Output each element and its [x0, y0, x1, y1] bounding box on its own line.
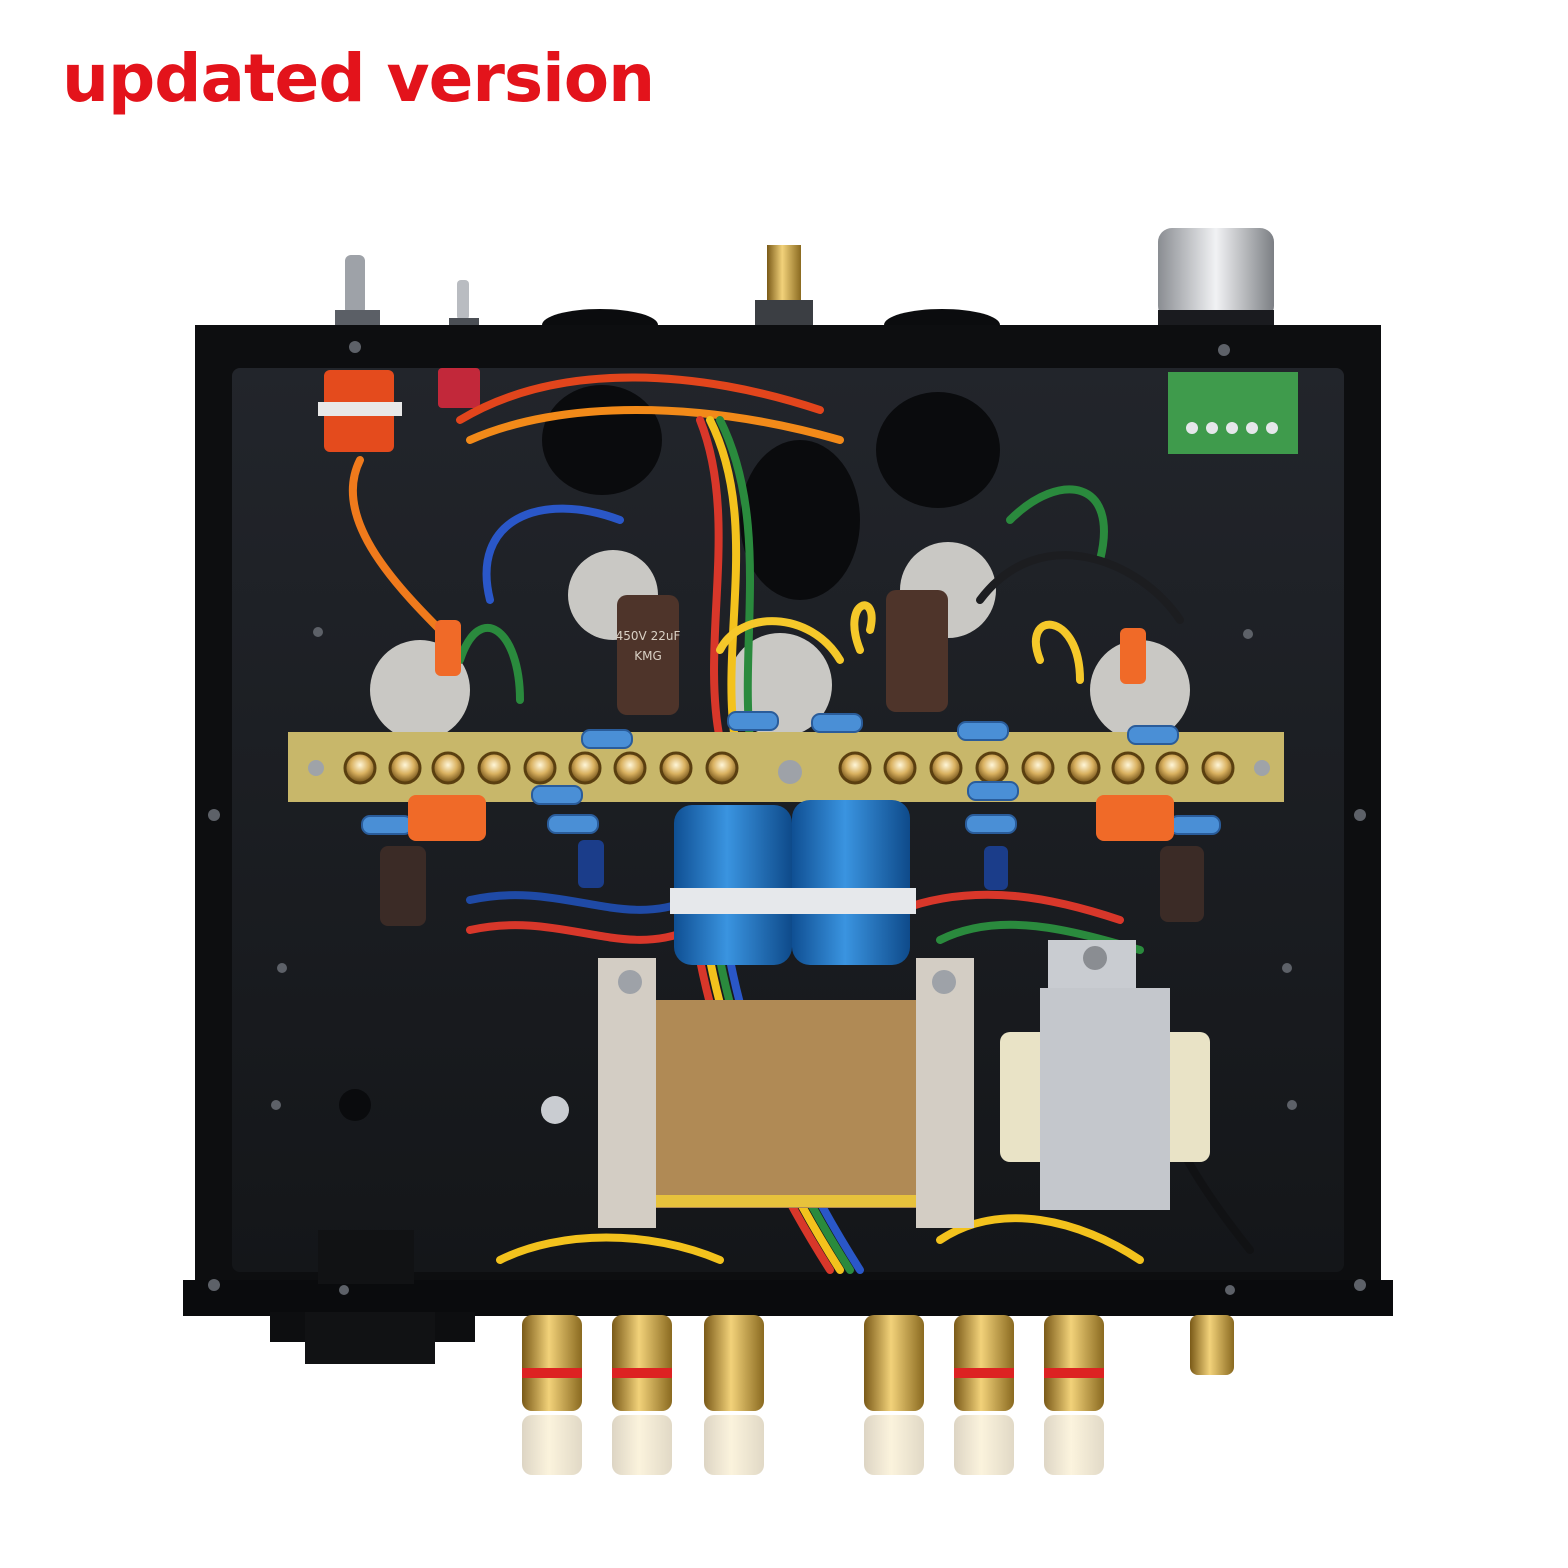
film-capacitors — [408, 620, 1174, 841]
cap-voltage-label: 450V 22uF — [616, 629, 681, 643]
switch-blocks — [318, 368, 480, 452]
power-inlet — [270, 1230, 475, 1364]
power-transformer — [598, 958, 974, 1228]
filter-capacitors — [670, 760, 916, 965]
resistors — [361, 711, 1221, 835]
cap-brand-label: KMG — [634, 649, 662, 663]
terminal-strip — [288, 732, 1284, 802]
electrolytic-capacitors: 450V 22uF KMG — [616, 590, 948, 715]
headline-caption: updated version — [62, 40, 655, 117]
binding-posts — [522, 1315, 1234, 1475]
small-capacitors — [380, 840, 1204, 926]
volume-pcb — [1168, 372, 1298, 454]
tube-sockets — [542, 385, 1000, 600]
choke-transformer — [1000, 940, 1210, 1210]
top-controls — [335, 228, 1274, 341]
